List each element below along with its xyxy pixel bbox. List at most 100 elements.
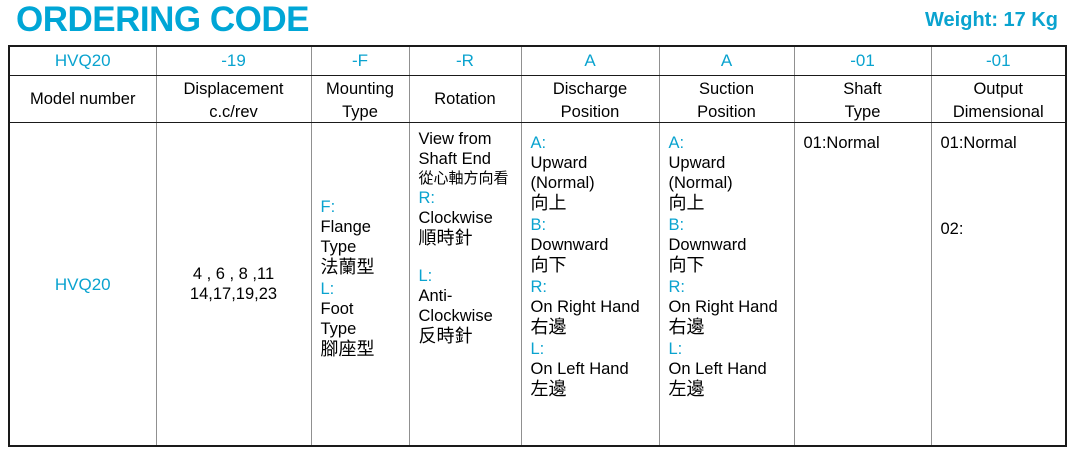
suction-b-cjk: 向下 bbox=[668, 255, 705, 276]
mounting-flange-cjk: 法蘭型 bbox=[320, 257, 375, 278]
mounting-flange-key: F: bbox=[320, 198, 336, 216]
displacement-line1: 4 , 6 , 8 ,11 bbox=[192, 265, 275, 283]
label-discharge-line2: Position bbox=[560, 103, 620, 121]
body-cell-discharge: A: Upward (Normal) 向上 B: Downward 向下 R: … bbox=[520, 122, 660, 447]
suction-b-en: Downward bbox=[668, 236, 747, 254]
mounting-foot-key: L: bbox=[320, 280, 335, 298]
discharge-r-en: On Right Hand bbox=[530, 298, 640, 316]
discharge-a-en1: Upward bbox=[530, 154, 588, 172]
suction-a-en2: (Normal) bbox=[668, 174, 733, 192]
suction-a-en1: Upward bbox=[668, 154, 726, 172]
discharge-a-en2: (Normal) bbox=[530, 174, 595, 192]
discharge-b-key: B: bbox=[530, 216, 547, 234]
discharge-r-cjk: 右邊 bbox=[530, 317, 567, 338]
rotation-cw-en: Clockwise bbox=[418, 209, 493, 227]
body-cell-displacement: 4 , 6 , 8 ,11 14,17,19,23 bbox=[155, 122, 312, 447]
label-cell-output: Output Dimensional bbox=[930, 75, 1067, 123]
output-option-02: 02: bbox=[940, 220, 964, 238]
label-shaft-line1: Shaft bbox=[843, 80, 882, 98]
rotation-ccw-key: L: bbox=[418, 267, 433, 285]
discharge-l-key: L: bbox=[530, 340, 545, 358]
body-cell-model: HVQ20 bbox=[8, 122, 157, 447]
label-mounting-line2: Type bbox=[342, 103, 378, 121]
label-cell-displacement: Displacement c.c/rev bbox=[155, 75, 312, 123]
suction-a-cjk: 向上 bbox=[668, 193, 705, 214]
discharge-options: A: Upward (Normal) 向上 B: Downward 向下 R: … bbox=[522, 123, 659, 401]
rotation-cw-key: R: bbox=[418, 189, 436, 207]
label-cell-shaft: Shaft Type bbox=[793, 75, 932, 123]
output-option-01: 01:Normal bbox=[940, 134, 1017, 152]
mounting-foot-cjk: 腳座型 bbox=[320, 339, 375, 360]
mounting-foot-en1: Foot bbox=[320, 300, 354, 318]
discharge-b-en: Downward bbox=[530, 236, 609, 254]
label-discharge-line1: Discharge bbox=[552, 80, 628, 98]
code-cell-mounting: -F bbox=[310, 45, 410, 76]
discharge-a-cjk: 向上 bbox=[530, 193, 567, 214]
rotation-note-en1: View from bbox=[418, 130, 492, 148]
rotation-ccw-en2: Clockwise bbox=[418, 307, 493, 325]
body-row: HVQ20 4 , 6 , 8 ,11 14,17,19,23 F: Flang… bbox=[8, 122, 1067, 447]
label-row: Model number Displacement c.c/rev Mounti… bbox=[8, 75, 1067, 123]
suction-r-cjk: 右邊 bbox=[668, 317, 705, 338]
code-value-output: -01 bbox=[985, 51, 1011, 70]
code-cell-discharge: A bbox=[520, 45, 660, 76]
discharge-l-en: On Left Hand bbox=[530, 360, 629, 378]
code-cell-displacement: -19 bbox=[155, 45, 312, 76]
code-cell-rotation: -R bbox=[408, 45, 522, 76]
mounting-foot-en2: Type bbox=[320, 320, 357, 338]
label-model-line1: Model number bbox=[30, 90, 136, 108]
label-cell-model: Model number bbox=[8, 75, 157, 123]
code-value-suction: A bbox=[720, 51, 733, 70]
code-value-rotation: -R bbox=[456, 51, 474, 70]
rotation-note-en2: Shaft End bbox=[418, 150, 491, 168]
mounting-flange-en1: Flange bbox=[320, 218, 371, 236]
label-displacement-line1: Displacement bbox=[183, 80, 284, 98]
label-cell-suction: Suction Position bbox=[658, 75, 795, 123]
mounting-flange-en2: Type bbox=[320, 238, 357, 256]
suction-options: A: Upward (Normal) 向上 B: Downward 向下 R: … bbox=[660, 123, 794, 401]
rotation-options: View from Shaft End 從心軸方向看 R: Clockwise … bbox=[410, 123, 521, 348]
displacement-line2: 14,17,19,23 bbox=[189, 285, 278, 303]
shaft-option-01: 01:Normal bbox=[803, 134, 880, 152]
discharge-r-key: R: bbox=[530, 278, 548, 296]
code-row: HVQ20 -19 -F -R A A -01 -01 bbox=[8, 45, 1067, 76]
body-cell-suction: A: Upward (Normal) 向上 B: Downward 向下 R: … bbox=[658, 122, 795, 447]
label-cell-discharge: Discharge Position bbox=[520, 75, 660, 123]
code-value-discharge: A bbox=[584, 51, 596, 70]
suction-b-key: B: bbox=[668, 216, 685, 234]
label-mounting-line1: Mounting bbox=[326, 80, 394, 98]
suction-a-key: A: bbox=[668, 134, 685, 152]
weight-label: Weight: 17 Kg bbox=[925, 9, 1058, 31]
code-value-model: HVQ20 bbox=[54, 51, 111, 70]
displacement-values: 4 , 6 , 8 ,11 14,17,19,23 bbox=[190, 264, 277, 304]
code-value-shaft: -01 bbox=[850, 51, 875, 70]
model-number-wrap: HVQ20 bbox=[10, 123, 156, 445]
shaft-options: 01:Normal bbox=[795, 123, 931, 153]
code-cell-model: HVQ20 bbox=[8, 45, 157, 76]
output-options: 01:Normal 02: bbox=[932, 123, 1066, 239]
code-cell-suction: A bbox=[658, 45, 795, 76]
code-cell-output: -01 bbox=[930, 45, 1067, 76]
label-suction-line2: Position bbox=[697, 103, 756, 121]
label-rotation-line1: Rotation bbox=[434, 90, 496, 108]
label-suction-line1: Suction bbox=[698, 80, 755, 98]
displacement-wrap: 4 , 6 , 8 ,11 14,17,19,23 bbox=[157, 123, 311, 445]
rotation-spacer bbox=[419, 250, 521, 266]
rotation-ccw-cjk: 反時針 bbox=[418, 326, 473, 347]
page-title: ORDERING CODE bbox=[16, 0, 309, 39]
rotation-ccw-en1: Anti- bbox=[418, 287, 453, 305]
body-cell-output: 01:Normal 02: bbox=[930, 122, 1067, 447]
label-output-line1: Output bbox=[973, 80, 1024, 98]
code-value-displacement: -19 bbox=[221, 51, 246, 70]
header-bar: ORDERING CODE Weight: 17 Kg bbox=[0, 0, 1072, 45]
code-cell-shaft: -01 bbox=[793, 45, 932, 76]
body-model-number: HVQ20 bbox=[54, 274, 111, 294]
body-cell-shaft: 01:Normal bbox=[793, 122, 932, 447]
label-displacement-line2: c.c/rev bbox=[209, 103, 258, 121]
suction-r-key: R: bbox=[668, 278, 686, 296]
rotation-note-cjk: 從心軸方向看 bbox=[418, 169, 509, 187]
ordering-code-table: HVQ20 -19 -F -R A A -01 -01 bbox=[8, 45, 1067, 447]
mounting-options: F: Flange Type 法蘭型 L: Foot Type 腳座型 bbox=[312, 123, 409, 361]
label-cell-mounting: Mounting Type bbox=[310, 75, 410, 123]
